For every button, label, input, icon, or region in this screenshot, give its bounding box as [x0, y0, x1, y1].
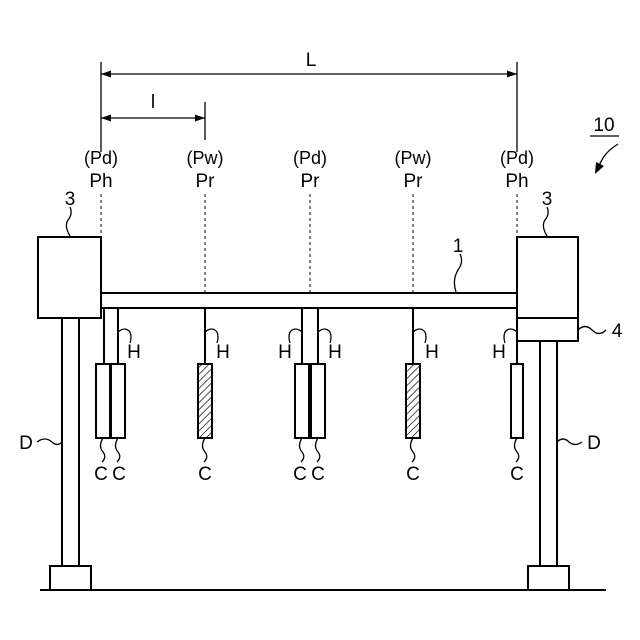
cartridge — [96, 364, 110, 438]
right-support — [528, 340, 569, 590]
position-type: Pr — [404, 171, 424, 192]
right-end-block — [517, 237, 578, 318]
hangers — [104, 308, 517, 364]
label-cartridge: C — [510, 464, 524, 485]
position-role: (Pd) — [500, 148, 534, 168]
position-type: Ph — [505, 171, 528, 192]
label-holder: H — [278, 342, 292, 363]
position-type: Ph — [89, 171, 112, 192]
label-cartridge: C — [198, 464, 212, 485]
left-end-block — [38, 237, 101, 318]
position-role: (Pw) — [187, 148, 224, 168]
cartridge — [511, 364, 523, 438]
label-holder: H — [127, 342, 141, 363]
figure-number-label: 10 — [593, 115, 614, 136]
label-end-block: 3 — [542, 189, 553, 210]
label-cartridge: C — [112, 464, 126, 485]
left-support — [50, 318, 91, 590]
beam — [99, 293, 519, 308]
label-end-block: 3 — [65, 189, 76, 210]
label-cartridge: C — [94, 464, 108, 485]
position-role: (Pd) — [84, 148, 118, 168]
label-cartridge: C — [311, 464, 325, 485]
figure-number: 10 — [590, 115, 619, 174]
cartridge — [311, 364, 325, 438]
label-holder: H — [492, 342, 506, 363]
dimension-long: L — [101, 50, 517, 152]
position-type: Pr — [196, 171, 216, 192]
cartridge — [111, 364, 125, 438]
base-plate — [517, 318, 578, 341]
label-base-plate: 4 — [612, 321, 623, 342]
cartridge-hatched — [198, 364, 212, 438]
position-type: Pr — [301, 171, 321, 192]
label-holder: H — [216, 342, 230, 363]
label-cartridge: C — [293, 464, 307, 485]
dimension-short-label: l — [151, 92, 155, 113]
label-cartridge: C — [406, 464, 420, 485]
dimension-short: l — [101, 92, 205, 140]
position-role: (Pd) — [293, 148, 327, 168]
cartridges — [96, 364, 523, 438]
label-drive: D — [19, 433, 33, 454]
position-role: (Pw) — [395, 148, 432, 168]
label-holder: H — [328, 342, 342, 363]
position-labels: (Pd) Ph (Pw) Pr (Pd) Pr (Pw) Pr (Pd) Ph — [84, 148, 534, 192]
cartridge — [295, 364, 309, 438]
cartridge-hatched — [406, 364, 420, 438]
label-beam: 1 — [453, 236, 464, 257]
label-drive: D — [587, 433, 601, 454]
dimension-long-label: L — [306, 50, 317, 71]
label-holder: H — [425, 342, 439, 363]
